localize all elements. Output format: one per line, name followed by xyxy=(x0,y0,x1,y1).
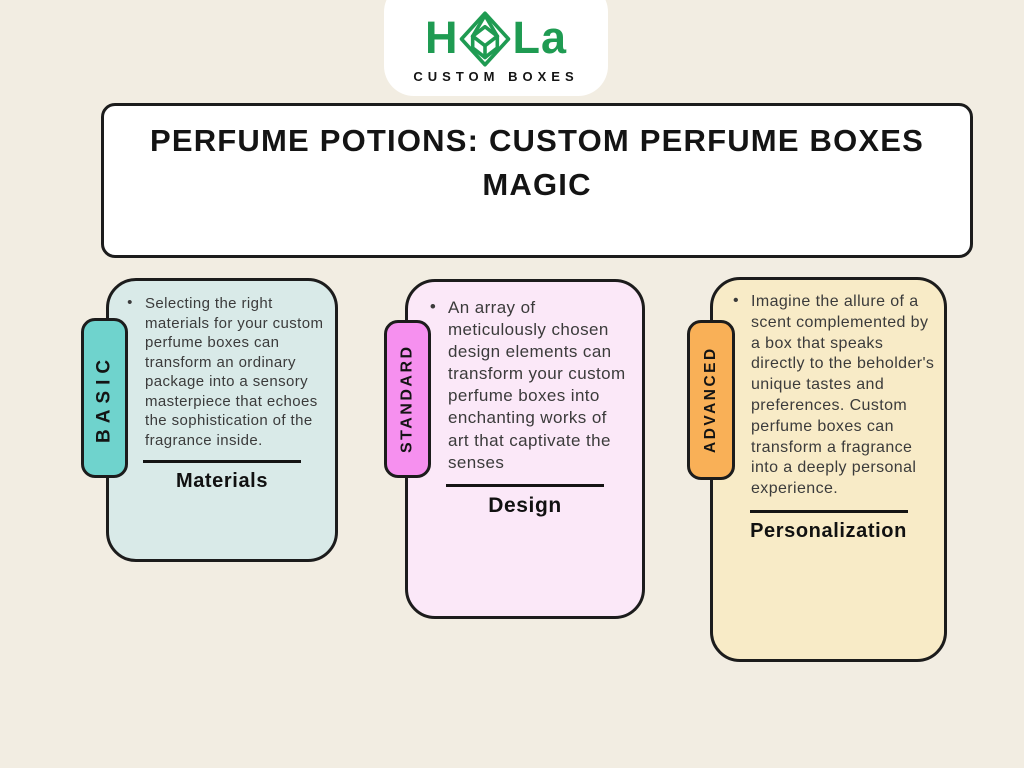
card-basic-body: • Selecting the right materials for your… xyxy=(109,281,335,450)
brand-subtitle: CUSTOM BOXES xyxy=(413,69,579,84)
card-basic-divider xyxy=(143,460,301,463)
wordmark-right: La xyxy=(512,11,567,63)
card-advanced-heading: Personalization xyxy=(750,519,907,542)
card-basic: BASIC • Selecting the right materials fo… xyxy=(81,278,338,562)
card-basic-heading: Materials xyxy=(175,470,269,492)
card-standard-body: • An array of meticulously chosen design… xyxy=(408,282,642,474)
bullet-icon: • xyxy=(429,297,437,316)
tab-standard: STANDARD xyxy=(384,320,431,478)
card-standard: STANDARD • An array of meticulously chos… xyxy=(384,279,645,619)
card-standard-heading: Design xyxy=(488,493,562,517)
card-advanced: ADVANCED • Imagine the allure of a scent… xyxy=(687,277,947,662)
card-basic-text: Selecting the right materials for your c… xyxy=(145,295,324,449)
brand-logo: H La CUSTOM BOXES xyxy=(384,0,608,96)
tab-advanced: ADVANCED xyxy=(687,320,735,480)
card-advanced-text: Imagine the allure of a scent complement… xyxy=(751,293,935,498)
card-advanced-body: • Imagine the allure of a scent compleme… xyxy=(713,280,944,500)
page-title: PERFUME POTIONS: CUSTOM PERFUME BOXES MA… xyxy=(149,123,925,203)
card-standard-divider xyxy=(446,483,604,487)
card-advanced-divider xyxy=(749,509,908,513)
brand-wordmark: H La xyxy=(425,11,567,67)
card-standard-text: An array of meticulously chosen design e… xyxy=(448,298,626,472)
title-banner: PERFUME POTIONS: CUSTOM PERFUME BOXES MA… xyxy=(101,103,973,258)
bullet-icon: • xyxy=(732,292,739,309)
bullet-icon: • xyxy=(127,294,133,311)
isometric-box-icon xyxy=(460,11,511,67)
wordmark-left: H xyxy=(424,11,459,63)
tab-basic: BASIC xyxy=(81,318,128,478)
